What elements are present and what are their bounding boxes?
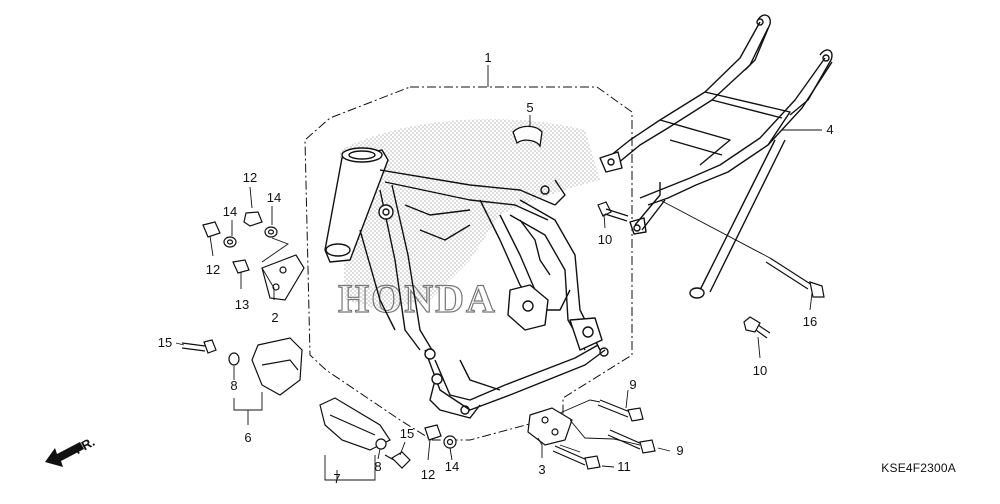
callout-14-bottom: 14: [444, 459, 460, 474]
bracket-part-3: [527, 399, 656, 470]
callout-15-left: 15: [157, 335, 173, 350]
main-frame: [324, 147, 609, 419]
bracket-part-2: [202, 211, 305, 301]
callout-13: 13: [234, 297, 250, 312]
leader-lines: [175, 65, 822, 481]
guard-part-6: [181, 337, 303, 396]
honda-watermark: HONDA: [338, 276, 497, 321]
callout-16: 16: [802, 314, 818, 329]
callout-12-upper: 12: [242, 170, 258, 185]
decal-stipple: [340, 118, 600, 311]
callout-9-upper: 9: [629, 377, 637, 392]
callout-9-lower: 9: [676, 443, 684, 458]
fasteners-right: [597, 201, 825, 339]
diagram-code: KSE4F2300A: [881, 461, 956, 475]
callout-3: 3: [538, 462, 546, 477]
callout-2: 2: [271, 310, 279, 325]
callout-15-bottom: 15: [399, 426, 415, 441]
callout-8-left: 8: [230, 378, 238, 393]
guard-part-7: [319, 397, 411, 469]
callout-12-lower: 12: [205, 262, 221, 277]
callout-14-left: 14: [222, 204, 238, 219]
subframe-part-4: [599, 14, 833, 299]
callout-10-lower: 10: [752, 363, 768, 378]
part-5-clamp: [512, 125, 543, 148]
callout-7: 7: [333, 471, 341, 486]
callout-12-bottom: 12: [420, 467, 436, 482]
callout-14-right: 14: [266, 190, 282, 205]
callout-10-upper: 10: [597, 232, 613, 247]
callout-6: 6: [244, 430, 252, 445]
callout-4: 4: [826, 122, 834, 137]
callout-1: 1: [484, 50, 492, 65]
callout-5: 5: [526, 100, 534, 115]
front-direction-arrow-icon: [45, 442, 84, 467]
callout-8-bottom: 8: [374, 459, 382, 474]
callout-11: 11: [617, 459, 631, 474]
